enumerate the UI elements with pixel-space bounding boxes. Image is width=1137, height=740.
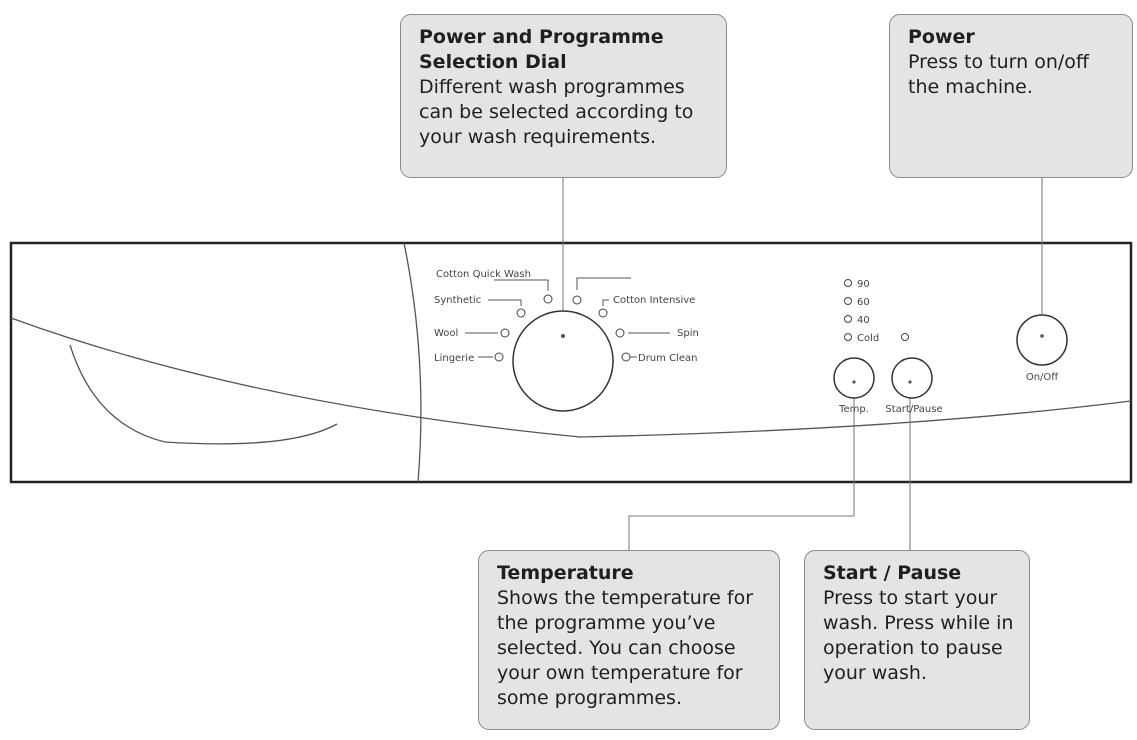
indicator-start-pause	[901, 333, 909, 341]
indicator-wool	[500, 328, 510, 338]
label-temp-cold: Cold	[857, 333, 879, 344]
callout-power-body: Press to turn on/off the machine.	[908, 51, 1089, 98]
callout-dial-body: Different wash programmes can be selecte…	[419, 76, 694, 148]
indicator-temp-40	[844, 315, 852, 323]
label-on-off-button: On/Off	[1026, 372, 1059, 383]
programme-dial[interactable]	[512, 310, 614, 412]
callout-dial-title: Power and Programme Selection Dial	[419, 26, 664, 73]
callout-temperature-body: Shows the temperature for the programme …	[497, 587, 754, 709]
indicator-spin	[615, 328, 625, 338]
label-cotton-intensive: Cotton Intensive	[613, 295, 695, 306]
callout-power-title: Power	[908, 26, 975, 48]
drawer-handle	[69, 344, 338, 445]
leader-temperature	[628, 382, 855, 550]
blank-programme-line	[576, 277, 631, 290]
callout-power: Power Press to turn on/off the machine.	[889, 14, 1133, 178]
start-pause-button-center	[908, 380, 912, 384]
label-lingerie: Lingerie	[434, 353, 474, 364]
start-pause-button[interactable]	[891, 357, 933, 399]
callout-temperature-title: Temperature	[497, 562, 634, 584]
indicator-cotton-intensive	[598, 308, 608, 318]
callout-dial: Power and Programme Selection Dial Diffe…	[400, 14, 727, 178]
indicator-temp-60	[844, 297, 852, 305]
callout-start-pause-body: Press to start your wash. Press while in…	[823, 587, 1014, 684]
indicator-cotton-quick-wash	[543, 294, 553, 304]
on-off-button-center	[1040, 334, 1044, 338]
indicator-lingerie	[494, 352, 504, 362]
label-temp-button: Temp.	[838, 404, 869, 415]
indicator-temp-90	[844, 279, 852, 287]
on-off-button[interactable]	[1016, 314, 1068, 366]
label-temp-40: 40	[857, 315, 870, 326]
dial-center	[561, 334, 565, 338]
callout-temperature: Temperature Shows the temperature for th…	[478, 550, 780, 730]
indicator-temp-cold	[844, 333, 852, 341]
drawer-divider	[403, 242, 422, 483]
label-spin: Spin	[677, 328, 699, 339]
temp-button-center	[852, 380, 856, 384]
temp-button[interactable]	[833, 357, 875, 399]
line-cotton-intensive	[602, 299, 609, 306]
line-cotton-quick-wash	[494, 279, 549, 291]
label-temp-60: 60	[857, 297, 870, 308]
indicator-top-right	[572, 295, 582, 305]
label-start-pause-button: Start/Pause	[885, 404, 942, 415]
indicator-synthetic	[516, 308, 526, 318]
panel-curve	[10, 317, 1132, 438]
line-synthetic	[488, 299, 522, 306]
label-drum-clean: Drum Clean	[638, 353, 697, 364]
indicator-drum-clean	[621, 352, 631, 362]
label-synthetic: Synthetic	[434, 295, 481, 306]
callout-start-pause-title: Start / Pause	[823, 562, 962, 584]
label-cotton-quick-wash: Cotton Quick Wash	[436, 269, 531, 280]
label-temp-90: 90	[857, 279, 870, 290]
label-wool: Wool	[434, 328, 458, 339]
callout-start-pause: Start / Pause Press to start your wash. …	[804, 550, 1030, 730]
